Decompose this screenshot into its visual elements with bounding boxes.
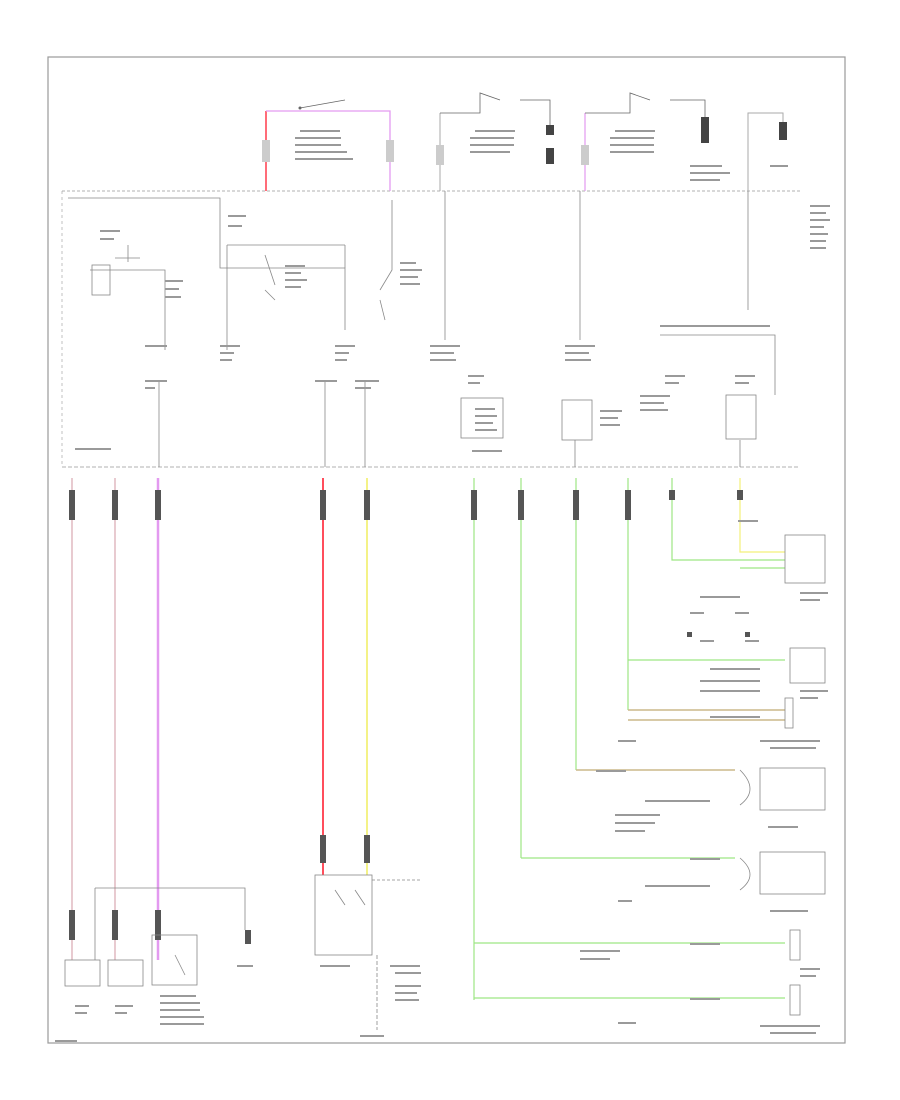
right-bus-labels (810, 205, 830, 249)
right-components (739, 534, 826, 1016)
right-text-marks (580, 520, 828, 1034)
top-switch-3 (581, 92, 730, 191)
top-switch-2 (436, 92, 554, 191)
diagram-frame (47, 56, 846, 1044)
bottom-text-marks (55, 965, 421, 1042)
module-text-marks (75, 215, 770, 452)
top-switch-4 (747, 112, 788, 191)
lower-wires (71, 478, 785, 1000)
center-relay (314, 874, 420, 1030)
module-internals (68, 191, 776, 467)
top-switch-1 (262, 99, 394, 191)
connector-pins (69, 490, 750, 944)
bottom-left-lamps (64, 887, 246, 987)
